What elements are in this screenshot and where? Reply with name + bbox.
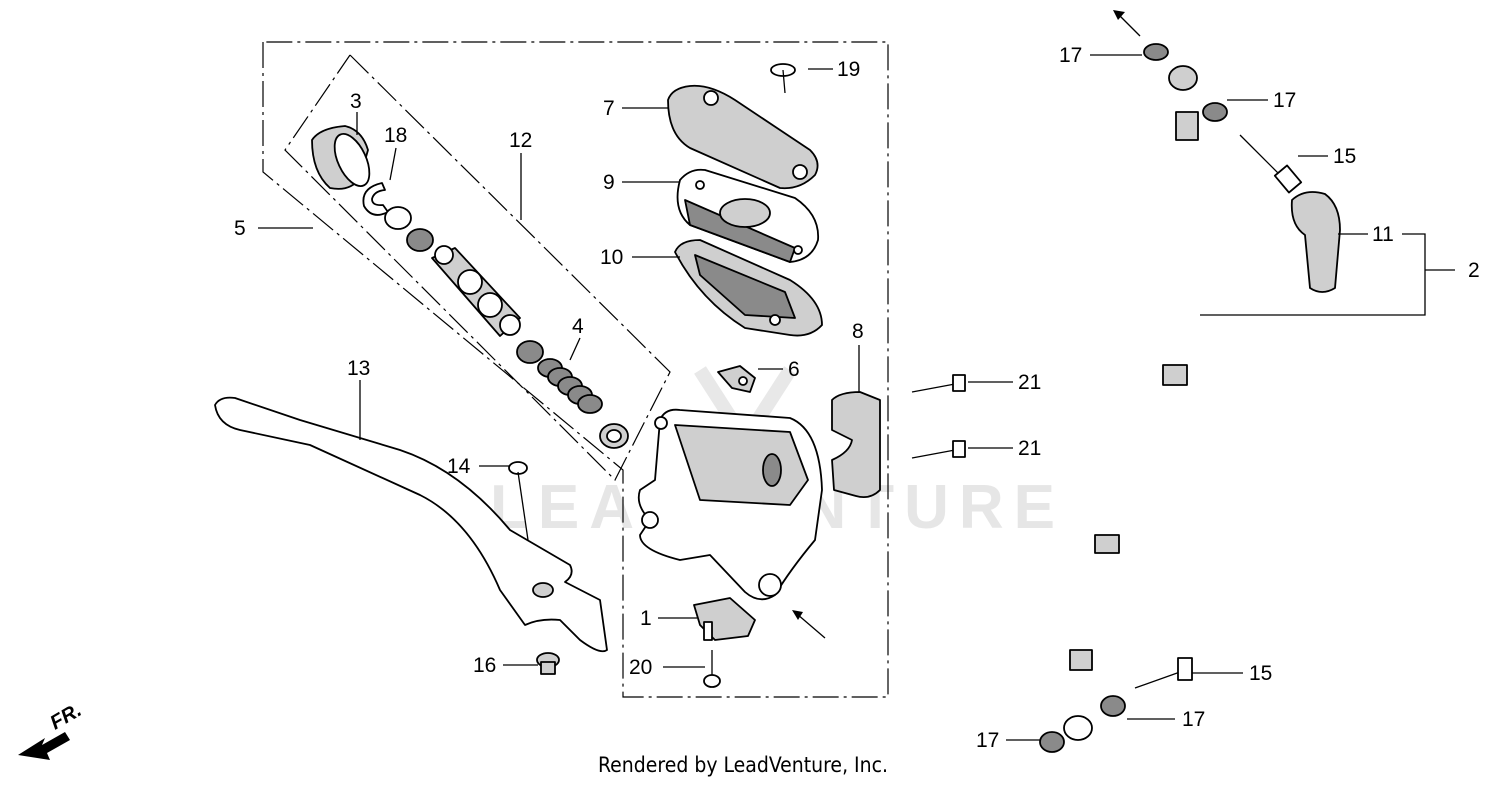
part-3-boot[interactable] — [311, 125, 377, 191]
callout-12[interactable]: 12 — [509, 129, 532, 152]
callout-8[interactable]: 8 — [852, 320, 864, 343]
callout-4[interactable]: 4 — [572, 315, 584, 338]
part-4-spring[interactable] — [516, 340, 629, 449]
callout-13[interactable]: 13 — [347, 357, 370, 380]
part-12-piston-set[interactable] — [384, 206, 521, 337]
master-cylinder-body[interactable] — [637, 408, 823, 601]
callout-7[interactable]: 7 — [603, 97, 615, 120]
assembly-boundaries — [262, 41, 889, 698]
part-9-diaphragm-plate[interactable] — [676, 168, 819, 263]
callout-17-top[interactable]: 17 — [1059, 44, 1082, 67]
callout-17-lower-right[interactable]: 17 — [1182, 708, 1205, 731]
part-21-bolt-lower[interactable] — [911, 440, 966, 459]
callout-numbers: 3 18 12 5 4 13 7 19 9 10 6 8 14 1 20 16 … — [234, 44, 1480, 752]
part-7-reservoir-cap[interactable] — [667, 84, 819, 190]
callout-16[interactable]: 16 — [473, 654, 496, 677]
callout-15-upper[interactable]: 15 — [1333, 145, 1356, 168]
callout-21-lower[interactable]: 21 — [1018, 437, 1041, 460]
part-18-circlip[interactable] — [362, 182, 389, 216]
callout-15-lower[interactable]: 15 — [1249, 662, 1272, 685]
callout-3[interactable]: 3 — [350, 90, 362, 113]
callout-17-upper-right[interactable]: 17 — [1273, 89, 1296, 112]
callout-21-upper[interactable]: 21 — [1018, 371, 1041, 394]
part-21-bolt-upper[interactable] — [911, 374, 966, 393]
front-label: FR. — [47, 699, 86, 734]
part-15-banjo-bolt-lower[interactable] — [1134, 657, 1193, 689]
part-15-banjo-bolt-upper[interactable] — [1239, 134, 1303, 194]
part-19-screw[interactable] — [770, 63, 796, 94]
part-13-brake-lever[interactable] — [214, 396, 608, 653]
part-14-pivot-bolt[interactable] — [508, 461, 529, 541]
callout-18[interactable]: 18 — [384, 124, 407, 147]
callout-14[interactable]: 14 — [447, 455, 471, 478]
callout-11[interactable]: 11 — [1372, 223, 1394, 246]
part-10-diaphragm[interactable] — [674, 239, 823, 337]
part-20-screw[interactable] — [703, 650, 721, 688]
direction-arrows — [792, 10, 1141, 639]
front-direction-arrow: FR. — [18, 699, 85, 760]
callout-9[interactable]: 9 — [603, 171, 615, 194]
callout-19[interactable]: 19 — [837, 58, 860, 81]
callout-2[interactable]: 2 — [1468, 259, 1480, 282]
brake-hose[interactable] — [1039, 43, 1228, 753]
callout-5[interactable]: 5 — [234, 217, 246, 240]
callout-1[interactable]: 1 — [640, 607, 652, 630]
footer-credit: Rendered by LeadVenture, Inc. — [598, 753, 888, 777]
callout-17-bottom[interactable]: 17 — [976, 729, 999, 752]
callout-20[interactable]: 20 — [629, 656, 652, 679]
part-16-nut[interactable] — [536, 652, 560, 675]
part-11-cap[interactable] — [1290, 191, 1341, 293]
callout-6[interactable]: 6 — [788, 358, 800, 381]
part-8-holder[interactable] — [831, 391, 881, 499]
callout-10[interactable]: 10 — [600, 246, 623, 269]
leader-lines — [258, 54, 1455, 741]
part-1-stop-switch[interactable] — [693, 597, 756, 641]
part-6-clip[interactable] — [717, 365, 756, 393]
